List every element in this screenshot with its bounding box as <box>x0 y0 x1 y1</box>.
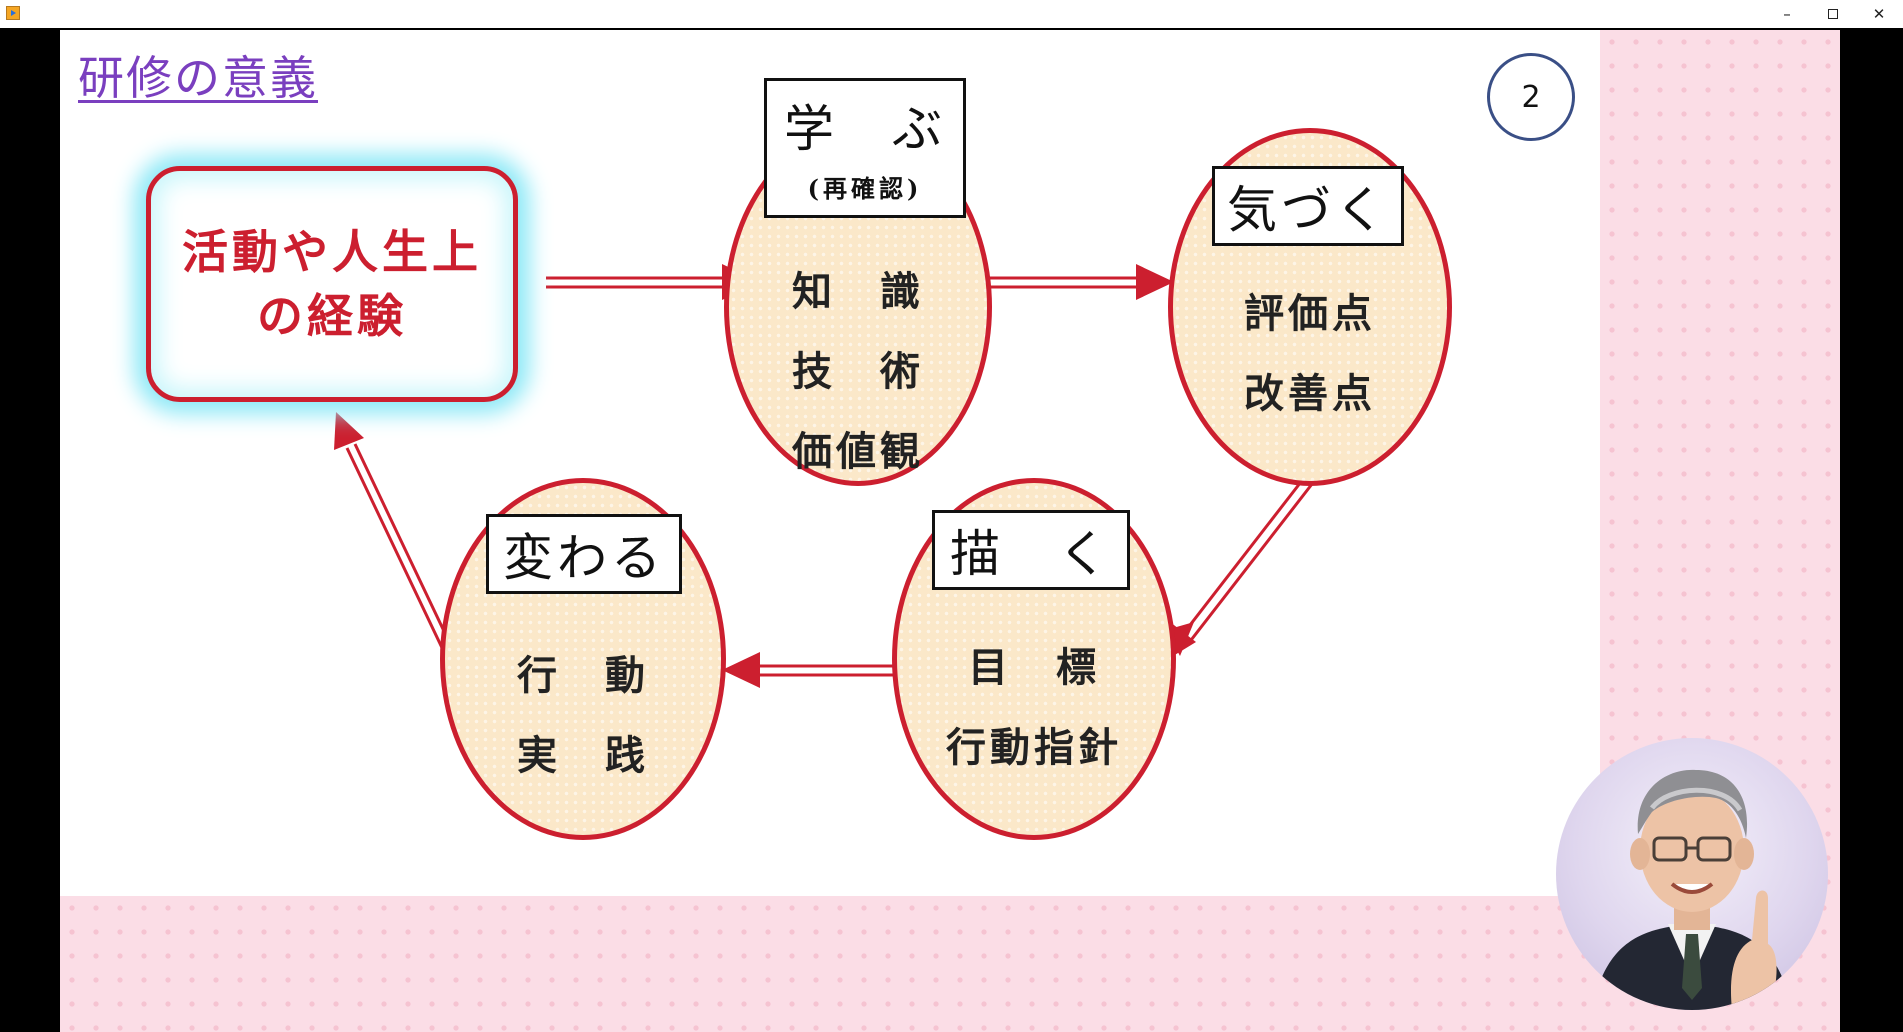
minimize-button[interactable]: – <box>1764 0 1810 28</box>
page-number-badge: 2 <box>1487 53 1575 141</box>
label-kizuku: 気づく <box>1212 166 1404 246</box>
label-kawaru: 変わる <box>486 514 682 594</box>
label-manabu: 学 ぶ (再確認) <box>764 78 966 218</box>
minimize-icon: – <box>1783 5 1791 23</box>
arrow-egaku-to-kawaru <box>722 652 896 688</box>
experience-box: 活動や人生上 の経験 <box>146 166 518 402</box>
oval-manabu-item-3: 価値観 <box>792 429 924 475</box>
maximize-icon <box>1828 9 1838 19</box>
oval-kizuku-item-2: 改善点 <box>1244 371 1376 417</box>
arrow-kizuku-to-egaku <box>1160 477 1314 664</box>
label-kawaru-text: 変わる <box>503 529 665 587</box>
label-kizuku-text: 気づく <box>1227 181 1389 239</box>
label-manabu-sublabel: (再確認) <box>807 174 923 203</box>
presenter-photo <box>1556 738 1828 1010</box>
slide: 研修の意義 2 <box>60 30 1840 1032</box>
oval-egaku-item-1: 目 標 <box>968 645 1100 691</box>
oval-egaku-item-2: 行動指針 <box>946 725 1122 771</box>
oval-manabu-item-1: 知 識 <box>792 269 924 315</box>
arrow-manabu-to-kizuku <box>990 264 1174 300</box>
label-manabu-text: 学 ぶ <box>784 100 946 158</box>
label-egaku: 描 く <box>932 510 1130 590</box>
slide-title: 研修の意義 <box>78 51 318 105</box>
oval-kizuku-item-1: 評価点 <box>1244 291 1376 337</box>
app-icon <box>6 6 20 20</box>
label-egaku-text: 描 く <box>950 525 1112 583</box>
experience-text: 活動や人生上 の経験 <box>182 220 482 348</box>
close-button[interactable]: ✕ <box>1856 0 1902 28</box>
experience-line-2: の経験 <box>257 289 407 343</box>
oval-kawaru-item-2: 実 践 <box>517 733 649 779</box>
pink-dot-pattern-bottom <box>60 896 1840 1032</box>
window-titlebar: – ✕ <box>0 0 1903 28</box>
oval-kawaru-item-1: 行 動 <box>517 653 649 699</box>
maximize-button[interactable] <box>1810 0 1856 28</box>
presenter-illustration <box>1592 769 1792 1010</box>
experience-line-1: 活動や人生上 <box>182 225 482 279</box>
arrow-kawaru-to-experience <box>334 412 454 653</box>
close-icon: ✕ <box>1872 5 1886 23</box>
oval-manabu-item-2: 技 術 <box>792 349 924 395</box>
